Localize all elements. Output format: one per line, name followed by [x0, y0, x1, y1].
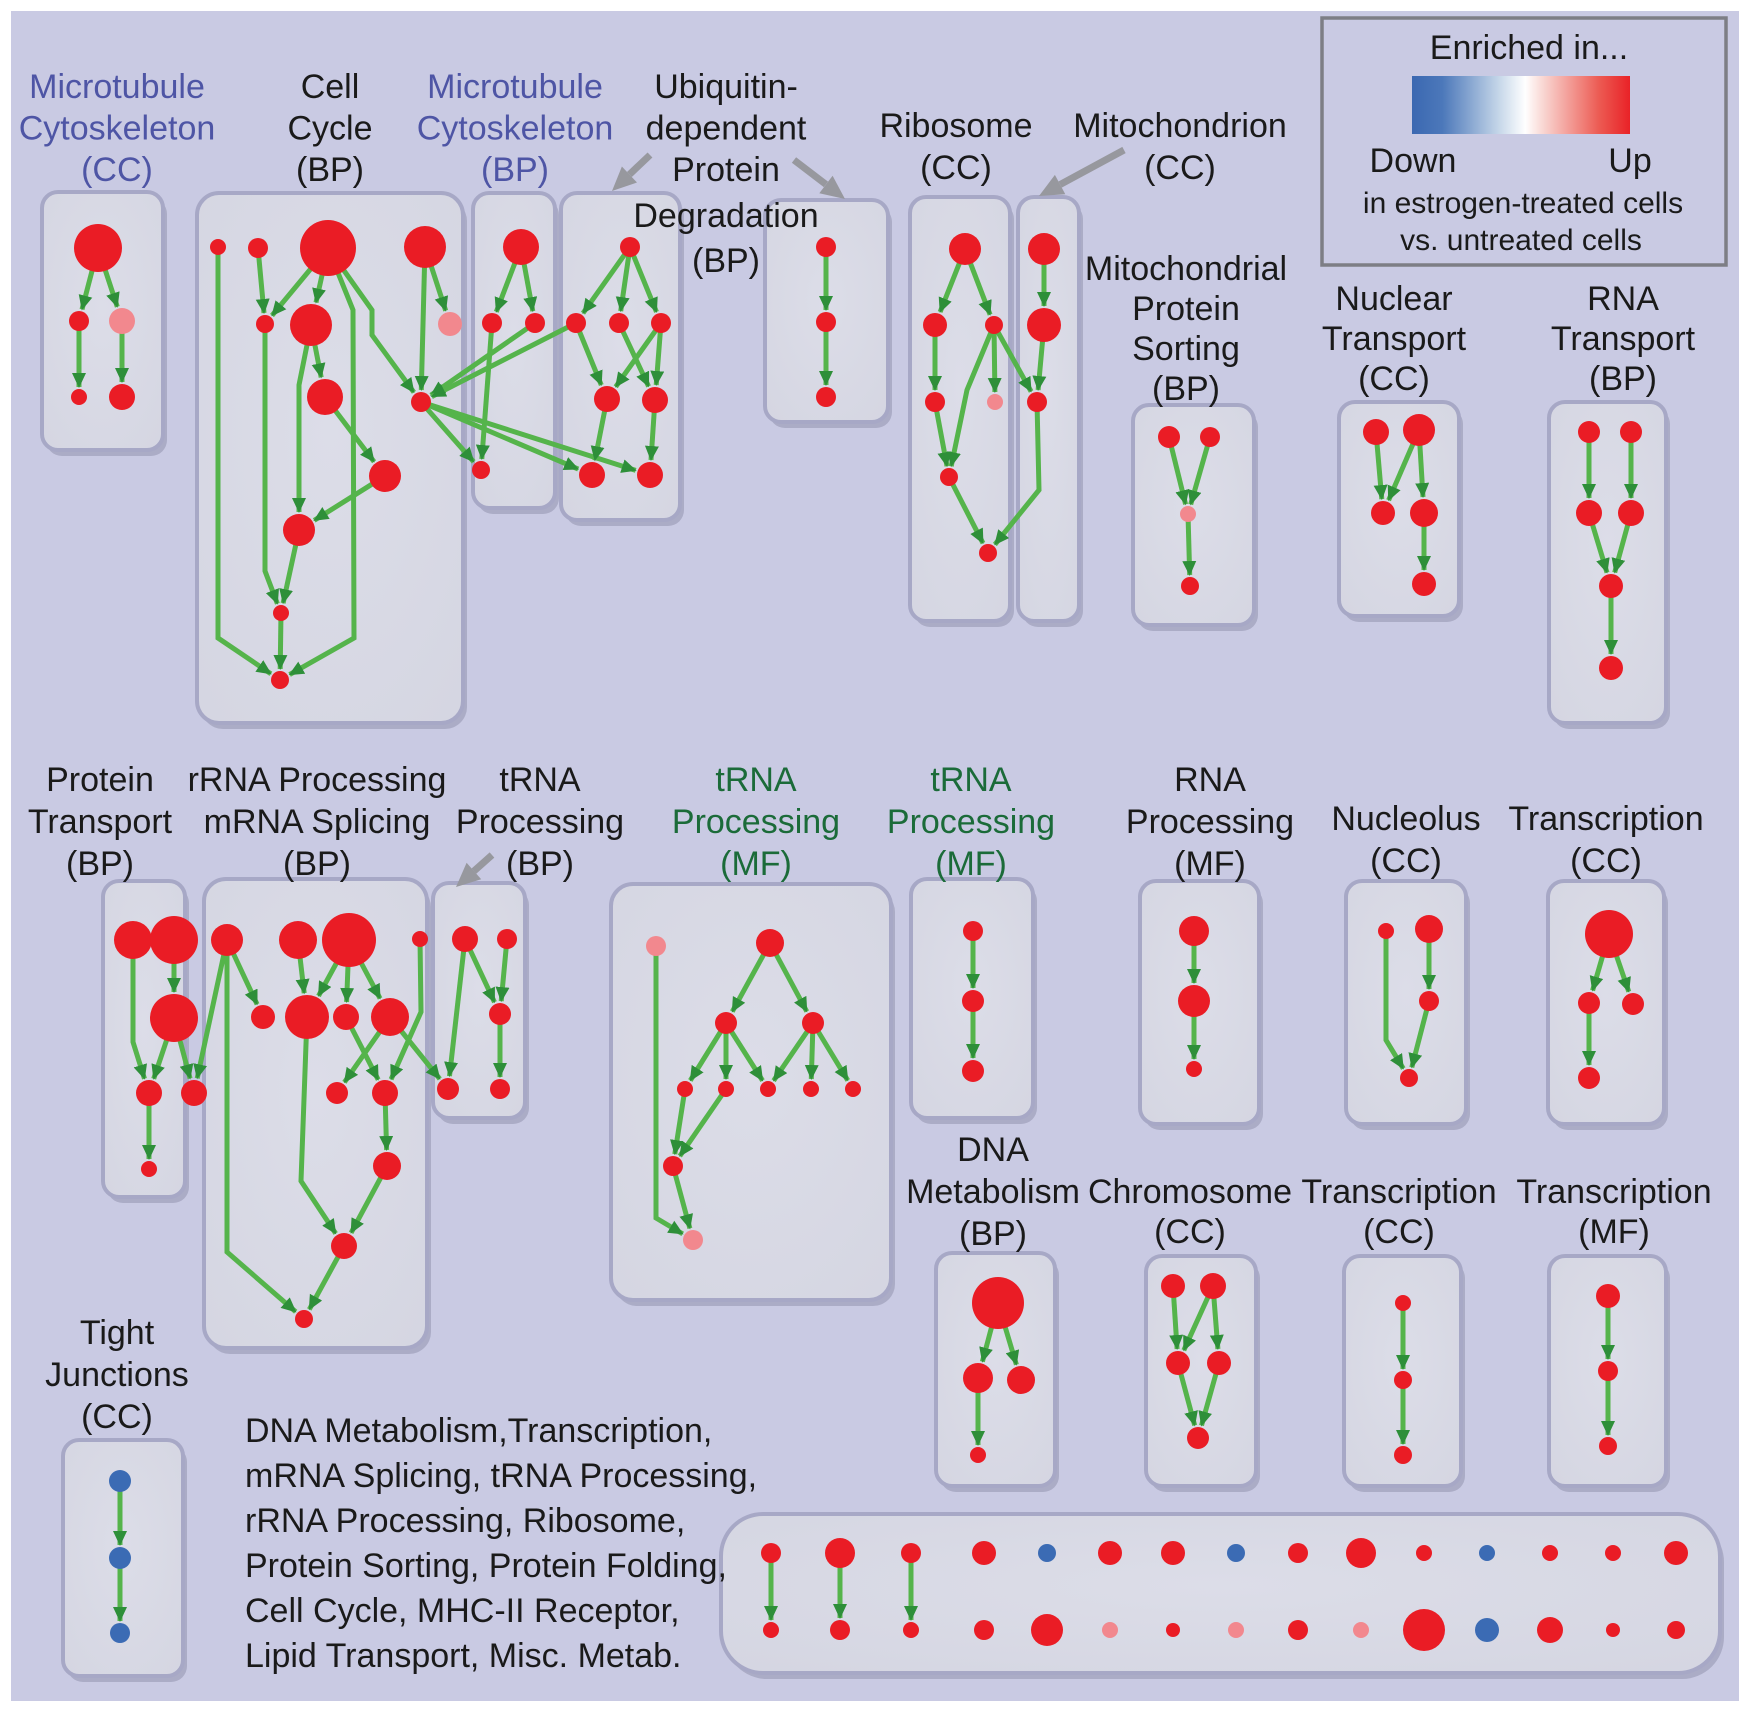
svg-text:(CC): (CC)	[1154, 1213, 1226, 1251]
svg-text:tRNA: tRNA	[930, 761, 1012, 799]
svg-text:tRNA: tRNA	[499, 761, 581, 799]
svg-text:Mitochondrial: Mitochondrial	[1085, 250, 1287, 288]
svg-text:Transcription: Transcription	[1516, 1173, 1711, 1211]
svg-text:Cytoskeleton: Cytoskeleton	[417, 110, 614, 148]
svg-text:Microtubule: Microtubule	[29, 68, 205, 106]
svg-text:vs. untreated cells: vs. untreated cells	[1400, 224, 1642, 257]
svg-text:(BP): (BP)	[283, 845, 351, 883]
svg-text:(CC): (CC)	[1144, 149, 1216, 187]
svg-text:(CC): (CC)	[1570, 842, 1642, 880]
svg-text:(BP): (BP)	[959, 1215, 1027, 1253]
svg-text:Transcription: Transcription	[1301, 1173, 1496, 1211]
svg-text:Transport: Transport	[1551, 320, 1696, 358]
svg-text:(CC): (CC)	[1363, 1213, 1435, 1251]
svg-text:(BP): (BP)	[66, 845, 134, 883]
svg-text:mRNA Splicing: mRNA Splicing	[204, 803, 431, 841]
svg-text:Mitochondrion: Mitochondrion	[1073, 107, 1287, 145]
svg-text:Cycle: Cycle	[287, 110, 372, 148]
svg-text:Protein: Protein	[1132, 290, 1240, 328]
svg-text:(MF): (MF)	[1578, 1213, 1650, 1251]
svg-text:dependent: dependent	[646, 110, 807, 148]
svg-text:rRNA Processing: rRNA Processing	[188, 761, 447, 799]
svg-text:Transport: Transport	[1322, 320, 1467, 358]
svg-text:Down: Down	[1370, 142, 1457, 180]
svg-text:(BP): (BP)	[1152, 370, 1220, 408]
svg-text:(CC): (CC)	[920, 149, 992, 187]
svg-text:rRNA Processing, Ribosome,: rRNA Processing, Ribosome,	[245, 1502, 685, 1540]
svg-text:Sorting: Sorting	[1132, 330, 1240, 368]
svg-text:mRNA Splicing, tRNA Processing: mRNA Splicing, tRNA Processing,	[245, 1457, 757, 1495]
svg-text:Cell Cycle, MHC-II Receptor,: Cell Cycle, MHC-II Receptor,	[245, 1592, 680, 1630]
svg-text:Protein: Protein	[46, 761, 154, 799]
svg-text:RNA: RNA	[1587, 280, 1659, 318]
svg-text:(CC): (CC)	[1370, 842, 1442, 880]
svg-text:(CC): (CC)	[1358, 360, 1430, 398]
svg-text:(CC): (CC)	[81, 151, 153, 189]
svg-text:Transport: Transport	[28, 803, 173, 841]
svg-text:DNA: DNA	[957, 1131, 1029, 1169]
svg-text:Metabolism: Metabolism	[906, 1173, 1080, 1211]
svg-text:(BP): (BP)	[506, 845, 574, 883]
svg-text:(BP): (BP)	[296, 151, 364, 189]
svg-text:(BP): (BP)	[1589, 360, 1657, 398]
svg-text:Ubiquitin-: Ubiquitin-	[654, 68, 798, 106]
svg-text:Protein Sorting, Protein Foldi: Protein Sorting, Protein Folding,	[245, 1547, 727, 1585]
svg-text:Tight: Tight	[80, 1314, 155, 1352]
svg-text:Protein: Protein	[672, 151, 780, 189]
svg-text:Processing: Processing	[887, 803, 1055, 841]
svg-text:(BP): (BP)	[692, 242, 760, 280]
svg-text:Up: Up	[1608, 142, 1651, 180]
svg-text:Cytoskeleton: Cytoskeleton	[19, 110, 216, 148]
svg-text:(MF): (MF)	[720, 845, 792, 883]
svg-text:tRNA: tRNA	[715, 761, 797, 799]
svg-text:Nuclear: Nuclear	[1335, 280, 1452, 318]
svg-text:(CC): (CC)	[81, 1398, 153, 1436]
svg-text:(BP): (BP)	[481, 151, 549, 189]
svg-text:Junctions: Junctions	[45, 1356, 189, 1394]
svg-text:Nucleolus: Nucleolus	[1331, 800, 1480, 838]
svg-text:Transcription: Transcription	[1508, 800, 1703, 838]
svg-text:Degradation: Degradation	[633, 197, 818, 235]
svg-text:Lipid Transport, Misc. Metab.: Lipid Transport, Misc. Metab.	[245, 1637, 682, 1675]
svg-text:Enriched in...: Enriched in...	[1430, 29, 1628, 67]
svg-text:Ribosome: Ribosome	[879, 107, 1032, 145]
svg-text:Processing: Processing	[672, 803, 840, 841]
svg-text:Chromosome: Chromosome	[1088, 1173, 1292, 1211]
svg-text:Processing: Processing	[1126, 803, 1294, 841]
svg-text:Processing: Processing	[456, 803, 624, 841]
svg-text:RNA: RNA	[1174, 761, 1246, 799]
svg-text:(MF): (MF)	[935, 845, 1007, 883]
svg-text:(MF): (MF)	[1174, 845, 1246, 883]
svg-text:Cell: Cell	[301, 68, 360, 106]
svg-text:in estrogen-treated cells: in estrogen-treated cells	[1363, 187, 1683, 220]
svg-text:Microtubule: Microtubule	[427, 68, 603, 106]
svg-text:DNA Metabolism,Transcription,: DNA Metabolism,Transcription,	[245, 1412, 712, 1450]
